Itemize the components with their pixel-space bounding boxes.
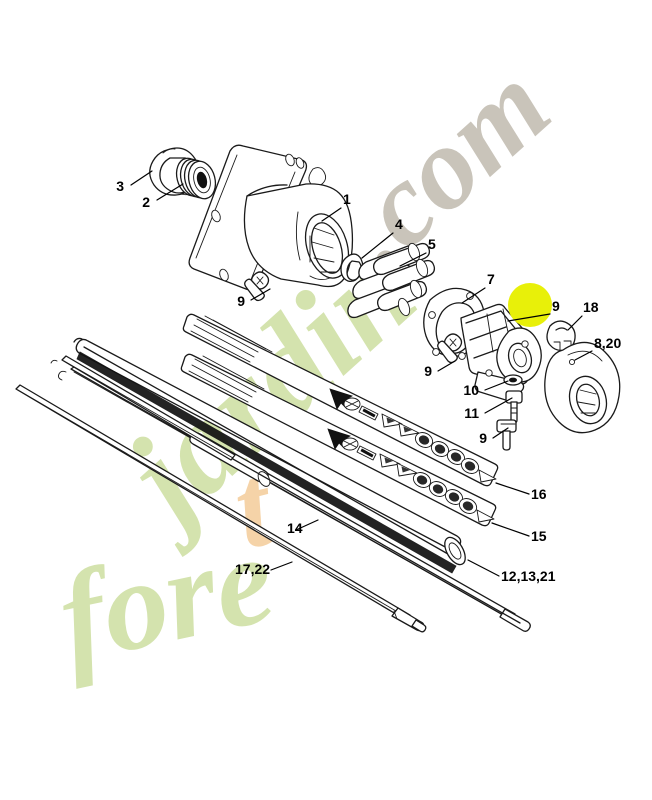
- label-circle-icons: [414, 432, 480, 474]
- callout-leader-10: [484, 380, 509, 391]
- callout-label-9: 9: [424, 363, 432, 379]
- callout-label-16: 16: [531, 486, 547, 502]
- gearbox-housing: [460, 303, 542, 402]
- part-11-bolt: [505, 390, 523, 424]
- callout-label-8-20: 8,20: [594, 335, 621, 351]
- callout-leader-15: [491, 522, 530, 537]
- label-gear-icon-2: [341, 437, 359, 451]
- callout-label-9: 9: [237, 293, 245, 309]
- part-16-warning-label-strip: [182, 313, 499, 487]
- part-15-warning-label-strip: [180, 353, 497, 527]
- part-12-13-21-drive-tube: [73, 337, 466, 574]
- drive-shaft-upper-rod: [50, 355, 236, 461]
- callout-leader-8-20: [574, 350, 593, 361]
- part-17-22-flex-shaft: [15, 384, 427, 633]
- callout-leader-7: [461, 287, 486, 304]
- callout-label-18: 18: [583, 299, 599, 315]
- callout-leader-9: [437, 360, 456, 372]
- label-triangle-icons-2: [379, 453, 418, 477]
- part-9-screw-bottom: [496, 419, 517, 451]
- part-2-ball-bearing: [175, 157, 217, 200]
- part-9-screw-gasket: [437, 333, 463, 364]
- callout-label-12-13-21: 12,13,21: [501, 568, 556, 584]
- callout-leader-18: [567, 315, 583, 331]
- callout-label-17-22: 17,22: [235, 561, 270, 577]
- callout-label-14: 14: [287, 520, 303, 536]
- part-1-clutch-housing: [188, 144, 354, 291]
- callout-leader-14: [295, 519, 319, 531]
- callout-leader-3: [130, 170, 153, 186]
- callout-leader-2: [156, 183, 184, 201]
- callout-label-15: 15: [531, 528, 547, 544]
- callout-label-4: 4: [395, 216, 403, 232]
- callout-leader-9: [250, 288, 271, 301]
- callout-label-10: 10: [463, 382, 479, 398]
- callout-label-11: 11: [464, 405, 479, 421]
- label-bar-icon: [358, 405, 379, 421]
- part-5-clutch-drum-pack: [347, 242, 436, 319]
- callout-label-1: 1: [343, 191, 351, 207]
- label-bar-icon-2: [356, 445, 377, 461]
- callout-leader-5: [399, 252, 427, 267]
- callout-leader-4: [361, 232, 394, 259]
- callout-leader-1: [321, 207, 342, 222]
- part-8-20-gearbox-cover: [544, 341, 621, 434]
- callout-label-7: 7: [487, 271, 495, 287]
- callout-leader-9: [492, 427, 509, 439]
- label-circle-icons-2: [412, 472, 478, 514]
- callout-leader-12-13-21: [467, 559, 500, 577]
- label-gear-icon: [343, 397, 361, 411]
- callout-label-9: 9: [479, 430, 487, 446]
- callout-leader-16: [495, 482, 530, 495]
- callout-label-9: 9: [552, 298, 560, 314]
- label-triangle-icons: [381, 413, 420, 437]
- callout-label-5: 5: [428, 236, 436, 252]
- callout-label-3: 3: [116, 178, 124, 194]
- part-10-washer: [503, 374, 523, 386]
- callout-leader-9: [507, 313, 551, 322]
- callout-leader-17-22: [270, 561, 293, 571]
- callout-label-2: 2: [142, 194, 150, 210]
- callout-leader-11: [484, 397, 513, 414]
